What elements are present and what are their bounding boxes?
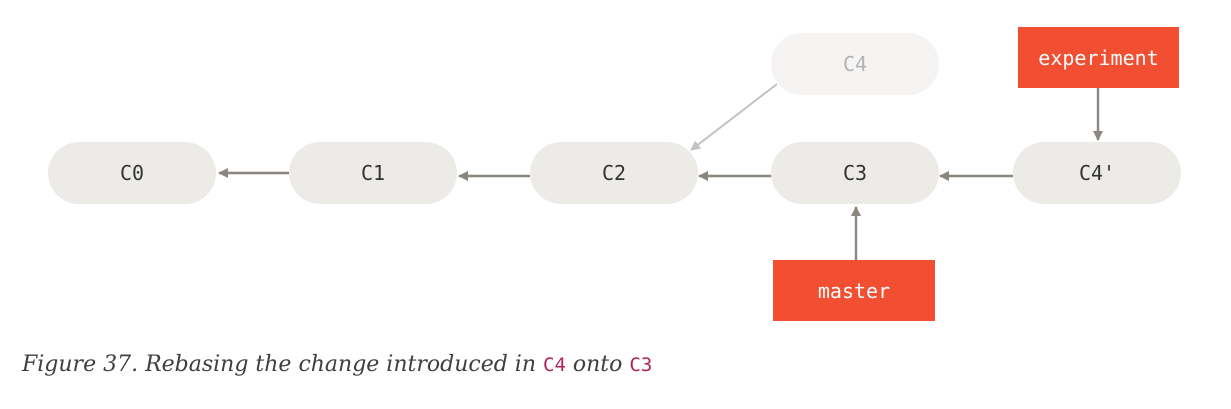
branch-experiment: experiment xyxy=(1018,27,1179,88)
commit-c4-original: C4 xyxy=(771,33,939,95)
caption-middle: onto xyxy=(565,352,630,377)
commit-c1: C1 xyxy=(289,142,457,204)
commit-c0: C0 xyxy=(48,142,216,204)
commit-c4-rebased: C4' xyxy=(1013,142,1181,204)
commit-c2: C2 xyxy=(530,142,698,204)
figure-caption: Figure 37. Rebasing the change introduce… xyxy=(22,352,652,377)
caption-prefix: Figure 37. Rebasing the change introduce… xyxy=(22,352,543,377)
caption-from-commit: C4 xyxy=(543,354,566,376)
arrows-layer xyxy=(217,83,1104,260)
rebase-diagram: C0 C1 C2 C3 C4' C4 experiment master xyxy=(48,27,1181,321)
commit-c3: C3 xyxy=(771,142,939,204)
caption-to-commit: C3 xyxy=(629,354,653,376)
arrow-c4-to-c2 xyxy=(690,83,778,151)
branch-master: master xyxy=(773,260,935,321)
